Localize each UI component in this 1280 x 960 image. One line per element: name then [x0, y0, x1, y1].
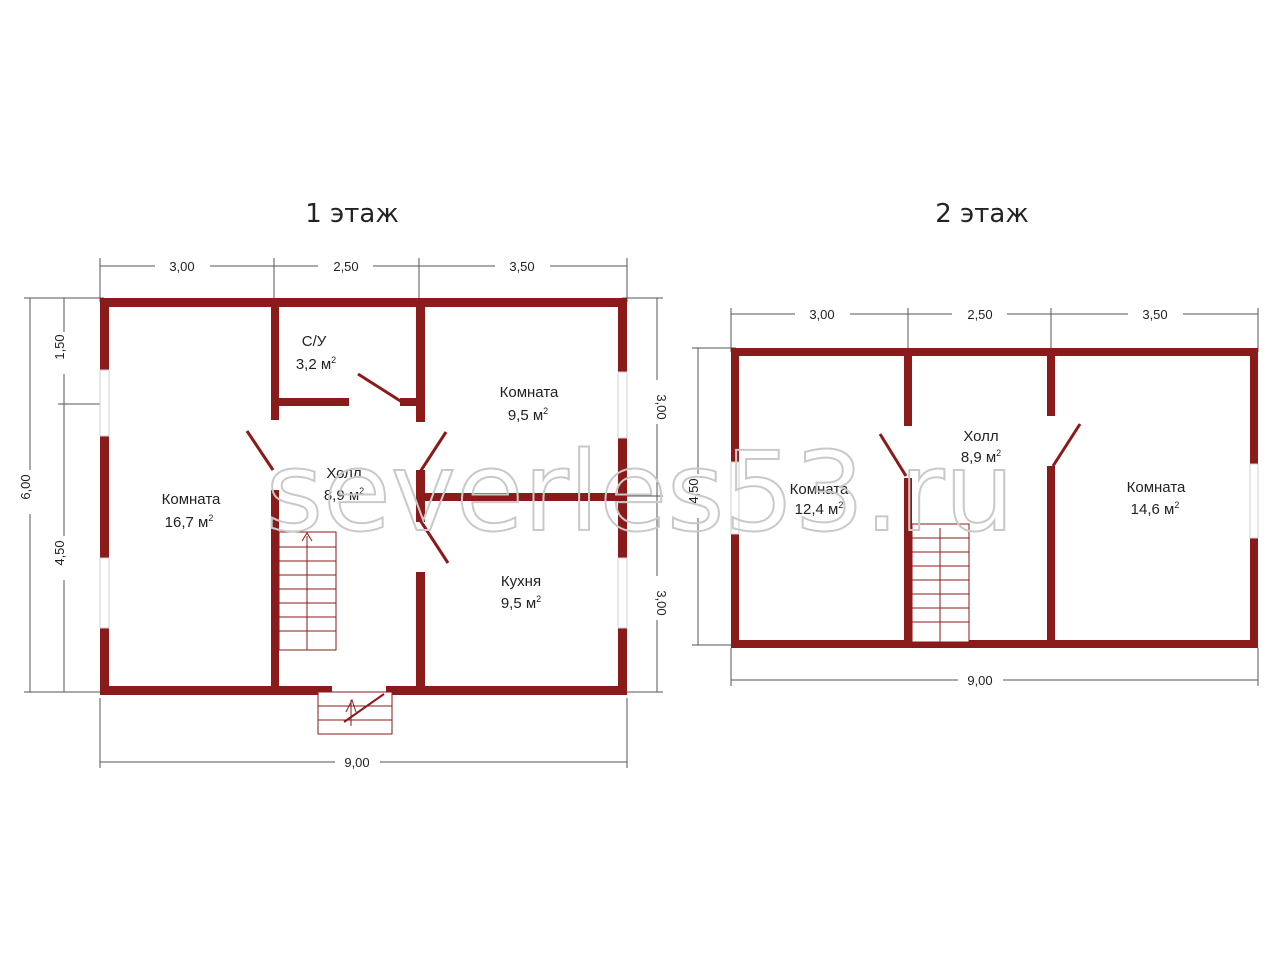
floor-2-dim-top-1: 3,00 — [809, 307, 834, 322]
floor-1-dim-top-2: 2,50 — [333, 259, 358, 274]
room-bedroom-name: Комната — [500, 384, 559, 401]
floor-2-doors — [878, 423, 1082, 477]
window-icon — [730, 461, 740, 535]
room-living-name: Комната — [162, 491, 221, 508]
floor-1-top-dimensions: 3,00 2,50 3,50 — [99, 256, 628, 302]
floor-1-doors — [245, 372, 450, 564]
floor-2-dim-left: 4,50 — [686, 478, 701, 503]
floor-1-porch-steps — [317, 691, 393, 735]
door-icon — [357, 372, 403, 404]
room-hall2-area: 8,9 м2 — [961, 448, 1001, 466]
window-icon — [1249, 463, 1259, 539]
room-bedroom-area: 9,5 м2 — [508, 406, 548, 424]
window-icon — [617, 557, 628, 629]
floor-2-title: 2 этаж — [935, 199, 1029, 229]
floor-1-dim-right-2: 3,00 — [654, 590, 669, 615]
floor-2-left-dimension: 4,50 — [686, 347, 736, 646]
room-hall-area: 8,9 м2 — [324, 486, 364, 504]
room-living-area: 16,7 м2 — [165, 513, 214, 531]
floor-1-title: 1 этаж — [305, 199, 399, 229]
door-icon — [245, 430, 275, 471]
door-icon — [878, 433, 908, 477]
room-right-area: 14,6 м2 — [1131, 500, 1180, 518]
floor-1-right-dimensions: 3,00 3,00 — [622, 297, 669, 693]
window-icon — [99, 369, 110, 437]
room-left-area: 12,4 м2 — [795, 500, 844, 518]
floor-1-windows — [99, 369, 628, 629]
floor-2-windows — [730, 461, 1259, 539]
floor-2-dim-top-3: 3,50 — [1142, 307, 1167, 322]
door-icon — [418, 431, 448, 473]
floor-1: 1 этаж 3,00 2,50 3,50 9,00 — [18, 199, 669, 770]
room-kitchen-name: Кухня — [501, 573, 541, 590]
room-hall-name: Холл — [326, 465, 361, 482]
floor-2-top-dimensions: 3,00 2,50 3,50 — [730, 305, 1259, 352]
floor-1-dim-right-1: 3,00 — [654, 394, 669, 419]
floor-1-left-dimensions: 6,00 1,50 4,50 — [18, 297, 104, 693]
room-right-name: Комната — [1127, 479, 1186, 496]
floor-1-bottom-dimension: 9,00 — [99, 698, 628, 770]
floor-1-dim-left-2: 4,50 — [52, 540, 67, 565]
room-hall2-name: Холл — [963, 428, 998, 445]
floor-2-room-labels: Комната 12,4 м2 Холл 8,9 м2 Комната 14,6… — [790, 428, 1186, 518]
floor-1-dim-top-1: 3,00 — [169, 259, 194, 274]
floor-1-dim-bottom: 9,00 — [344, 755, 369, 770]
window-icon — [617, 371, 628, 439]
floor-1-dim-left-1: 1,50 — [52, 334, 67, 359]
room-left-name: Комната — [790, 481, 849, 498]
window-icon — [99, 557, 110, 629]
floor-1-staircase — [278, 531, 337, 651]
room-bath-area: 3,2 м2 — [296, 355, 336, 373]
floor-1-room-labels: Комната 16,7 м2 С/У 3,2 м2 Комната 9,5 м… — [162, 333, 559, 612]
floor-1-dim-left-total: 6,00 — [18, 474, 33, 499]
floor-2-staircase — [911, 523, 970, 643]
floor-1-dim-top-3: 3,50 — [509, 259, 534, 274]
room-kitchen-area: 9,5 м2 — [501, 594, 541, 612]
floor-2-dim-bottom: 9,00 — [967, 673, 992, 688]
floor-2-bottom-dimension: 9,00 — [730, 648, 1259, 689]
floor-2-dim-top-2: 2,50 — [967, 307, 992, 322]
floor-1-walls — [100, 298, 627, 695]
door-icon — [418, 519, 450, 564]
watermark-text: severles53.ru — [266, 428, 1014, 556]
room-bath-name: С/У — [302, 333, 327, 350]
floor-2: 2 этаж 3,00 2,50 3,50 9,00 4,5 — [686, 199, 1259, 689]
door-icon — [1051, 423, 1082, 467]
